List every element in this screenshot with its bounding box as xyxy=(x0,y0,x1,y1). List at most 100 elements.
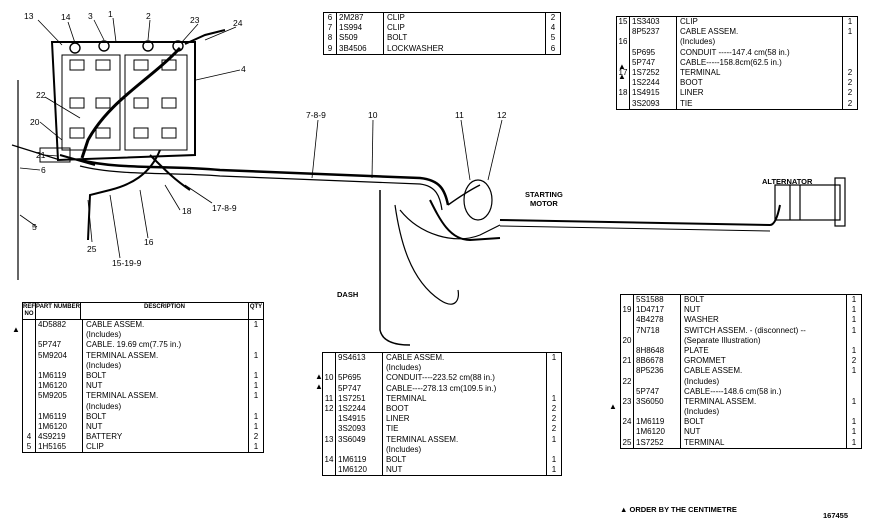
cell-desc: SWITCH ASSEM. - (disconnect) -- xyxy=(684,325,806,335)
callout-21: 21 xyxy=(36,150,46,160)
cell-desc: PLATE xyxy=(684,345,709,355)
alternator-body xyxy=(774,177,846,227)
cell-desc: TERMINAL ASSEM. xyxy=(86,350,159,360)
dash-label: DASH xyxy=(337,290,359,299)
cell-part: 5P747 xyxy=(36,340,83,351)
callout-18: 18 xyxy=(182,206,192,216)
cell-ref: 8 xyxy=(324,33,337,44)
cell-ref: 6 xyxy=(324,13,337,24)
cell-part: 4S9219 xyxy=(36,432,83,443)
cell-qty xyxy=(546,363,561,374)
cell-qty: 1 xyxy=(846,366,861,377)
callout-10: 10 xyxy=(368,110,378,120)
cell-qty: 1 xyxy=(546,434,561,445)
cell-part: 1H5165 xyxy=(36,442,83,453)
cell-desc: CABLE----278.13 cm(109.5 in.) xyxy=(386,383,497,393)
cell-desc: CLIP xyxy=(387,23,405,33)
cell-qty xyxy=(842,47,857,58)
callout-11: 11 xyxy=(455,110,464,120)
cell-desc: LINER xyxy=(680,88,704,98)
cell-desc: CLIP xyxy=(86,442,104,452)
cell-desc: (Includes) xyxy=(684,376,720,386)
cell-qty: 1 xyxy=(546,454,561,466)
per-cm-mark: ▲ xyxy=(315,372,323,381)
cell-desc: (Includes) xyxy=(86,401,122,411)
cell-part: 8B6678 xyxy=(634,356,681,367)
cell-ref: 22 xyxy=(621,376,634,387)
cell-ref xyxy=(23,381,36,392)
callout-22: 22 xyxy=(36,90,46,100)
cell-desc: NUT xyxy=(86,421,103,431)
cell-ref xyxy=(23,340,36,351)
cell-part: 4D5882 xyxy=(36,320,83,331)
cell-qty: 1 xyxy=(846,295,861,306)
cell-part xyxy=(634,407,681,418)
cell-part: 1S4915 xyxy=(336,414,383,425)
cell-qty xyxy=(842,57,857,68)
table-row: (Includes) xyxy=(323,363,561,374)
cell-desc: CABLE. 19.69 cm(7.75 in.) xyxy=(86,340,182,350)
cell-part: 1M6119 xyxy=(336,454,383,466)
cell-part: 3S6049 xyxy=(336,434,383,445)
cell-qty xyxy=(546,373,561,384)
cell-qty: 1 xyxy=(842,27,857,38)
cell-ref xyxy=(621,325,634,336)
cell-part: 7N718 xyxy=(634,325,681,336)
cell-ref: 5 xyxy=(23,442,36,453)
cell-desc: NUT xyxy=(684,427,701,437)
table-row: (Includes) xyxy=(23,360,263,371)
cell-qty: 2 xyxy=(546,414,561,425)
cell-qty: 2 xyxy=(546,424,561,435)
table-row: 20(Separate Illustration) xyxy=(621,335,861,346)
cell-desc: TERMINAL xyxy=(680,67,721,77)
cell-ref xyxy=(23,360,36,371)
cell-ref: 12 xyxy=(323,403,336,415)
cell-part: 1M6119 xyxy=(36,370,83,382)
order-note-text: ORDER BY THE CENTIMETRE xyxy=(629,505,737,514)
cell-ref: 21 xyxy=(621,356,634,367)
cell-part: 3B4506 xyxy=(337,43,384,54)
cell-qty: 1 xyxy=(846,345,861,357)
cell-desc: TERMINAL ASSEM. xyxy=(86,391,159,401)
cell-qty xyxy=(248,340,263,351)
cell-desc: CONDUIT----223.52 cm(88 in.) xyxy=(386,373,495,383)
cell-desc: NUT xyxy=(86,381,103,391)
cell-desc: (Includes) xyxy=(86,360,122,370)
per-cm-mark: ▲ xyxy=(618,72,626,81)
cell-qty xyxy=(846,407,861,418)
cell-desc: TERMINAL ASSEM. xyxy=(684,396,757,406)
cell-ref xyxy=(621,315,634,326)
per-cm-mark: ▲ xyxy=(12,325,20,334)
table-row: (Includes) xyxy=(23,330,263,341)
cell-ref xyxy=(617,98,630,109)
cell-part: 5P747 xyxy=(634,386,681,397)
cell-ref xyxy=(621,366,634,377)
cell-ref xyxy=(617,47,630,58)
callout-20: 20 xyxy=(30,117,40,127)
cell-desc: TIE xyxy=(680,98,693,108)
per-cm-mark: ▲ xyxy=(315,382,323,391)
cell-ref: 16 xyxy=(617,37,630,48)
starting-motor-label: STARTING MOTOR xyxy=(525,190,563,208)
cell-qty: 1 xyxy=(248,370,263,382)
cell-qty: 1 xyxy=(248,381,263,392)
cell-qty: 5 xyxy=(545,33,560,44)
